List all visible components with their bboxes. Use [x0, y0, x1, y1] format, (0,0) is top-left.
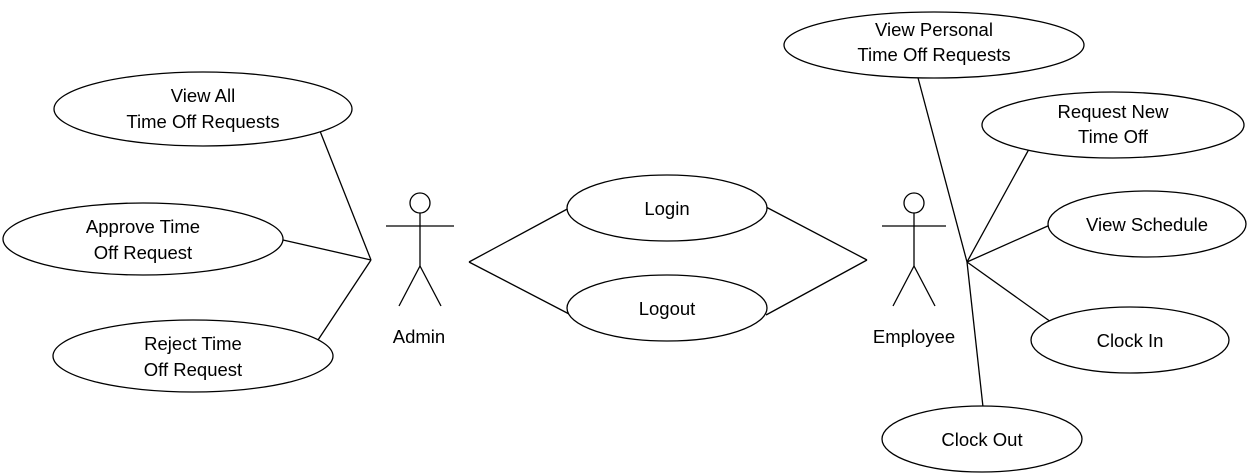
use-case-label-line-1: Clock Out: [941, 429, 1022, 450]
use-case-login: Login: [566, 174, 768, 242]
use-case-label-line-2: Time Off: [1078, 126, 1149, 147]
assoc-admin-approve-request: [282, 239, 372, 261]
use-case-label-line-1: Clock In: [1097, 330, 1164, 351]
use-case-label-line-2: Off Request: [94, 242, 192, 263]
use-case-request-new-time-off: Request New Time Off: [981, 91, 1245, 159]
actor-label: Employee: [873, 326, 955, 347]
assoc-employee-view-personal-requests: [916, 73, 968, 263]
use-case-label-line-1: Reject Time: [144, 333, 242, 354]
use-case-view-personal-requests: View Personal Time Off Requests: [783, 11, 1085, 79]
actor-head: [409, 192, 431, 214]
assoc-admin-view-all-requests: [317, 125, 372, 261]
actor-right-leg: [419, 265, 442, 307]
use-case-label-line-1: Logout: [639, 298, 696, 319]
actor-label: Admin: [393, 326, 445, 347]
use-case-clock-out: Clock Out: [881, 405, 1083, 473]
assoc-employee-login: [765, 206, 868, 261]
actor-right-leg: [913, 265, 936, 307]
use-case-label-line-2: Off Request: [144, 359, 242, 380]
assoc-admin-reject-request: [317, 259, 372, 341]
use-case-clock-in: Clock In: [1030, 306, 1230, 374]
assoc-admin-logout: [468, 261, 572, 316]
use-case-label-line-1: Approve Time: [86, 216, 200, 237]
use-case-view-all-requests: View All Time Off Requests: [53, 71, 353, 147]
actor-left-leg: [398, 265, 421, 307]
assoc-employee-view-schedule: [966, 224, 1051, 263]
actor-left-leg: [892, 265, 915, 307]
use-case-label-line-1: Login: [644, 198, 689, 219]
use-case-approve-request: Approve Time Off Request: [2, 202, 284, 276]
assoc-admin-login: [468, 206, 572, 263]
assoc-employee-logout: [765, 259, 868, 316]
actor-head: [903, 192, 925, 214]
use-case-reject-request: Reject Time Off Request: [52, 319, 334, 393]
admin-associations: [282, 125, 372, 341]
use-case-label-line-1: View Schedule: [1086, 214, 1208, 235]
use-case-view-schedule: View Schedule: [1047, 190, 1247, 258]
actor-admin: Admin: [386, 192, 454, 347]
assoc-employee-request-new-time-off: [966, 139, 1035, 263]
use-case-logout: Logout: [566, 274, 768, 342]
assoc-employee-clock-in: [966, 261, 1052, 323]
use-case-label-line-1: View Personal: [875, 19, 993, 40]
use-case-label-line-1: View All: [171, 85, 235, 106]
use-case-label-line-2: Time Off Requests: [126, 111, 279, 132]
login-logout-associations: [468, 206, 868, 316]
actor-employee: Employee: [873, 192, 955, 347]
employee-associations: [916, 73, 1052, 408]
use-case-label-line-1: Request New: [1057, 101, 1169, 122]
assoc-employee-clock-out: [966, 261, 984, 408]
use-case-label-line-2: Time Off Requests: [857, 44, 1010, 65]
